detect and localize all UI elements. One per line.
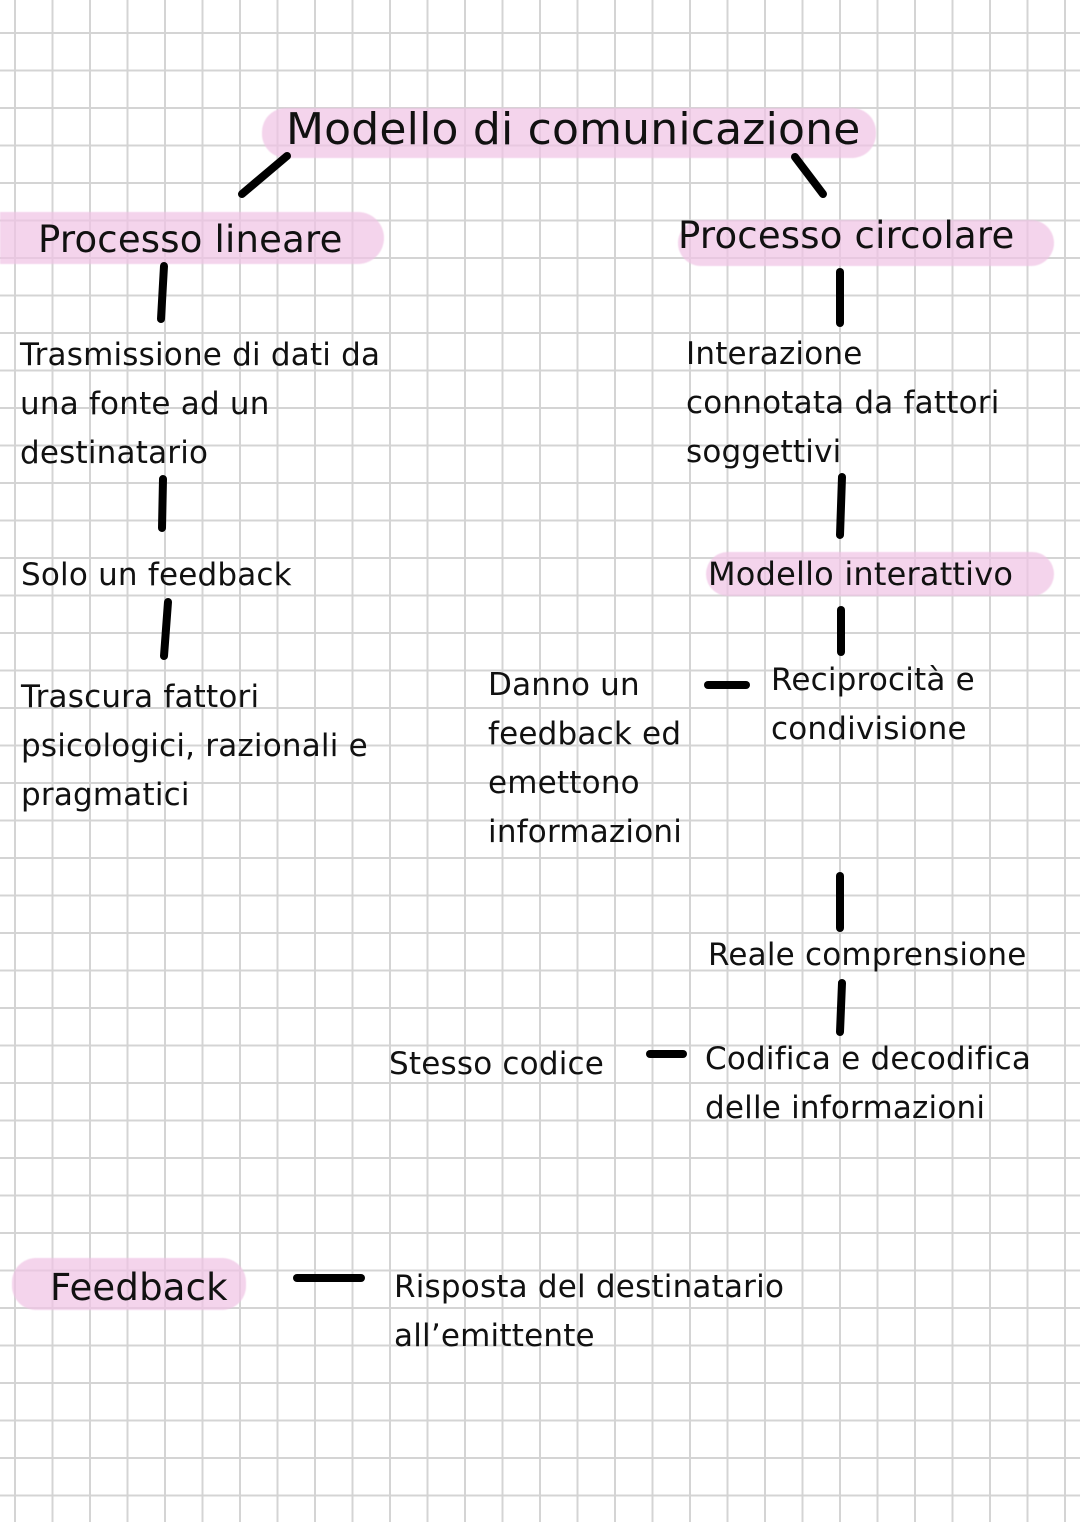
trascura-node: Trascura fattori psicologici, razionali … bbox=[21, 673, 368, 820]
trasmissione-line-2: una fonte ad un bbox=[20, 386, 270, 422]
codifica-node: Codifica e decodifica delle informazioni bbox=[705, 1035, 1031, 1133]
trascura-line-1: Trascura fattori bbox=[21, 679, 260, 715]
feedback-term: Feedback bbox=[50, 1266, 228, 1309]
danno-line-3: emettono bbox=[488, 765, 640, 801]
processo-lineare-heading: Processo lineare bbox=[38, 218, 343, 261]
connector-trasmissione-to-feedback bbox=[158, 475, 167, 532]
connector-comprensione-to-codifica bbox=[836, 979, 846, 1036]
feedback-definition-line-2: all’emittente bbox=[394, 1318, 595, 1354]
danno-line-1: Danno un bbox=[488, 667, 640, 703]
codifica-line-1: Codifica e decodifica bbox=[705, 1041, 1032, 1077]
solo-feedback-node: Solo un feedback bbox=[21, 551, 292, 600]
connector-interazione-to-interattivo bbox=[836, 473, 846, 539]
feedback-highlight bbox=[12, 1258, 246, 1310]
diagram-title: Modello di comunicazione bbox=[286, 104, 861, 155]
reciprocita-line-2: condivisione bbox=[771, 711, 967, 747]
interazione-line-1: Interazione bbox=[686, 336, 863, 372]
modello-interattivo-heading: Modello interattivo bbox=[708, 555, 1014, 593]
processo-lineare-highlight bbox=[0, 212, 384, 264]
trasmissione-line-3: destinatario bbox=[20, 435, 209, 471]
interazione-node: Interazione connotata da fattori soggett… bbox=[686, 330, 1000, 477]
danno-line-2: feedback ed bbox=[488, 716, 682, 752]
connector-lineare-to-trasmissione bbox=[157, 262, 168, 323]
codifica-line-2: delle informazioni bbox=[705, 1090, 986, 1126]
trascura-line-3: pragmatici bbox=[21, 777, 190, 813]
reale-comprensione-line: Reale comprensione bbox=[708, 937, 1027, 973]
solo-feedback-line: Solo un feedback bbox=[21, 557, 292, 593]
feedback-definition-node: Risposta del destinatario all’emittente bbox=[394, 1263, 784, 1361]
trasmissione-line-1: Trasmissione di dati da bbox=[20, 337, 381, 373]
trasmissione-node: Trasmissione di dati da una fonte ad un … bbox=[20, 331, 380, 478]
processo-circolare-highlight bbox=[678, 220, 1054, 266]
danno-line-4: informazioni bbox=[488, 814, 683, 850]
title-highlight bbox=[262, 108, 876, 158]
reale-comprensione-node: Reale comprensione bbox=[708, 931, 1026, 980]
stesso-codice-node: Stesso codice bbox=[389, 1040, 604, 1089]
danno-feedback-node: Danno un feedback ed emettono informazio… bbox=[488, 661, 682, 857]
reciprocita-line-1: Reciprocità e bbox=[771, 662, 975, 698]
connector-title-to-lineare bbox=[238, 152, 291, 198]
processo-circolare-heading: Processo circolare bbox=[678, 214, 1015, 257]
modello-interattivo-highlight bbox=[706, 552, 1054, 596]
reciprocita-node: Reciprocità e condivisione bbox=[771, 656, 975, 754]
trascura-line-2: psicologici, razionali e bbox=[21, 728, 368, 764]
stesso-codice-line: Stesso codice bbox=[389, 1046, 605, 1082]
connector-title-to-circolare bbox=[791, 153, 827, 198]
interazione-line-3: soggettivi bbox=[686, 434, 842, 470]
interazione-line-2: connotata da fattori bbox=[686, 385, 1000, 421]
feedback-definition-line-1: Risposta del destinatario bbox=[394, 1269, 785, 1305]
connector-feedback-to-trascura bbox=[160, 598, 172, 660]
